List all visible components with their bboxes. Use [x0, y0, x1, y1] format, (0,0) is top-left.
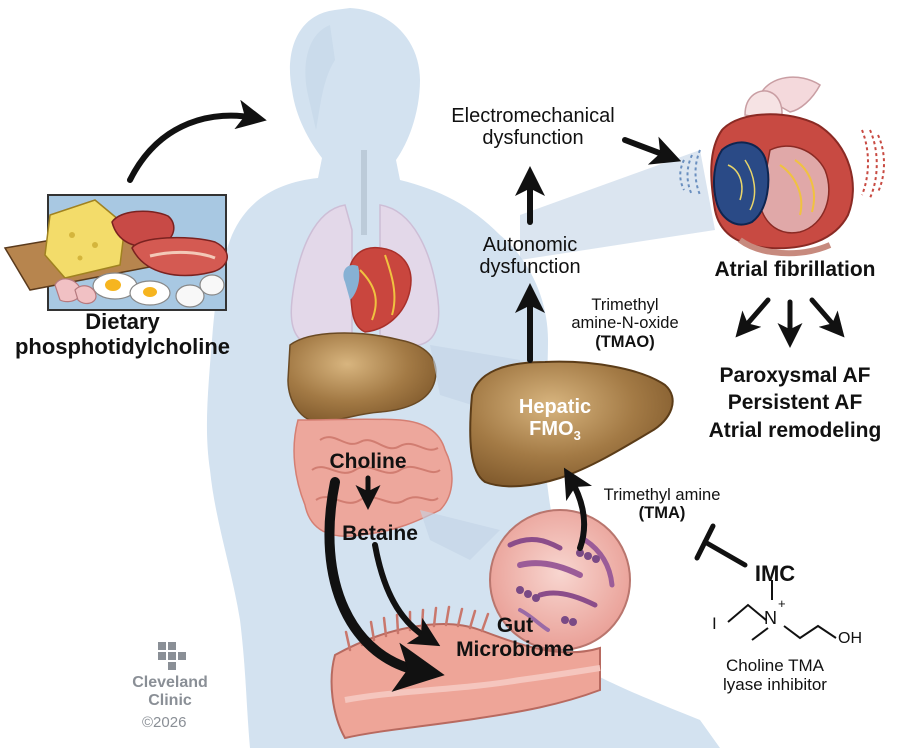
heart-projection [520, 150, 715, 260]
tma-line2: (TMA) [638, 504, 686, 523]
dietary-label: Dietary phosphotidylcholine [0, 309, 245, 359]
af-outcomes: Paroxysmal AF Persistent AF Atrial remod… [690, 362, 900, 444]
electro-line2: dysfunction [482, 127, 584, 150]
arrow-food-to-mouth [127, 99, 267, 183]
large-heart-icon [679, 76, 885, 257]
hepatic-line1: Hepatic [518, 396, 592, 418]
atrial-fibrillation-label: Atrial fibrillation [714, 258, 876, 281]
arrows [127, 99, 845, 692]
cleveland-clinic-logo-text: Cleveland Clinic [120, 674, 220, 710]
tmao-line2: amine-N-oxide [571, 314, 679, 333]
tmao-line1: Trimethyl [591, 296, 659, 314]
autonomic-line1: Autonomic [482, 234, 578, 256]
autonomic-label: Autonomic dysfunction [450, 234, 610, 279]
hepatic-liver-icon [469, 360, 674, 488]
arrow-af-to-paroxysmal [735, 297, 771, 338]
dietary-line1: Dietary [85, 309, 160, 334]
persistent-af-label: Persistent AF [727, 391, 863, 415]
chem-nitrogen: N [764, 608, 777, 628]
inhibitor-line2: lyase inhibitor [723, 675, 827, 695]
logo-line1: Cleveland [132, 674, 208, 691]
tma-label: Trimethyl amine (TMA) [592, 486, 732, 523]
choline-label: Choline [329, 450, 407, 473]
arrow-betaine-to-microbiome [372, 542, 441, 647]
gut-projection [420, 510, 500, 560]
hepatic-fmo3-label: Hepatic FMO3 [495, 396, 615, 444]
gut-line1: Gut [496, 614, 534, 637]
heart-icon [343, 246, 412, 333]
chem-hydroxyl: OH [838, 630, 862, 647]
inhibition-icon [694, 523, 748, 568]
arrow-choline-to-microbiome [324, 477, 445, 692]
arrow-electro-to-heart [622, 136, 682, 165]
tma-line1: Trimethyl amine [603, 486, 721, 504]
inhibitor-label: Choline TMA lyase inhibitor [705, 656, 845, 694]
hepatic-sub: 3 [573, 428, 581, 444]
arrow-microbiome-to-liver [563, 467, 593, 551]
chem-iodine: I [712, 614, 717, 633]
microbiome-icon [489, 509, 631, 651]
food-plate-icon [3, 194, 228, 311]
electro-line1: Electromechanical [451, 105, 615, 127]
gut-microbiome-label: Gut Microbiome [440, 614, 590, 661]
hepatic-fmo: FMO [529, 418, 574, 441]
tmao-label: Trimethyl amine-N-oxide (TMAO) [560, 296, 690, 351]
paroxysmal-af-label: Paroxysmal AF [719, 364, 871, 387]
betaine-label: Betaine [342, 522, 418, 545]
hepatic-line2: FMO3 [495, 418, 615, 444]
imc-label: IMC [754, 561, 796, 586]
gut-line2: Microbiome [456, 637, 574, 661]
atrial-remodeling-label: Atrial remodeling [708, 418, 882, 442]
tmao-line3: (TMAO) [595, 332, 655, 351]
arrow-af-to-remodeling [809, 297, 845, 338]
dietary-line2: phosphotidylcholine [14, 333, 231, 359]
inhibitor-line1: Choline TMA [726, 656, 824, 675]
electromechanical-label: Electromechanical dysfunction [428, 105, 638, 150]
autonomic-line2: dysfunction [479, 256, 581, 279]
chem-plus: + [778, 596, 786, 611]
copyright-text: ©2026 [142, 714, 187, 731]
cleveland-clinic-logo-icon [158, 642, 186, 670]
logo-line2: Clinic [148, 691, 192, 709]
chemical-structure-icon [727, 580, 837, 641]
